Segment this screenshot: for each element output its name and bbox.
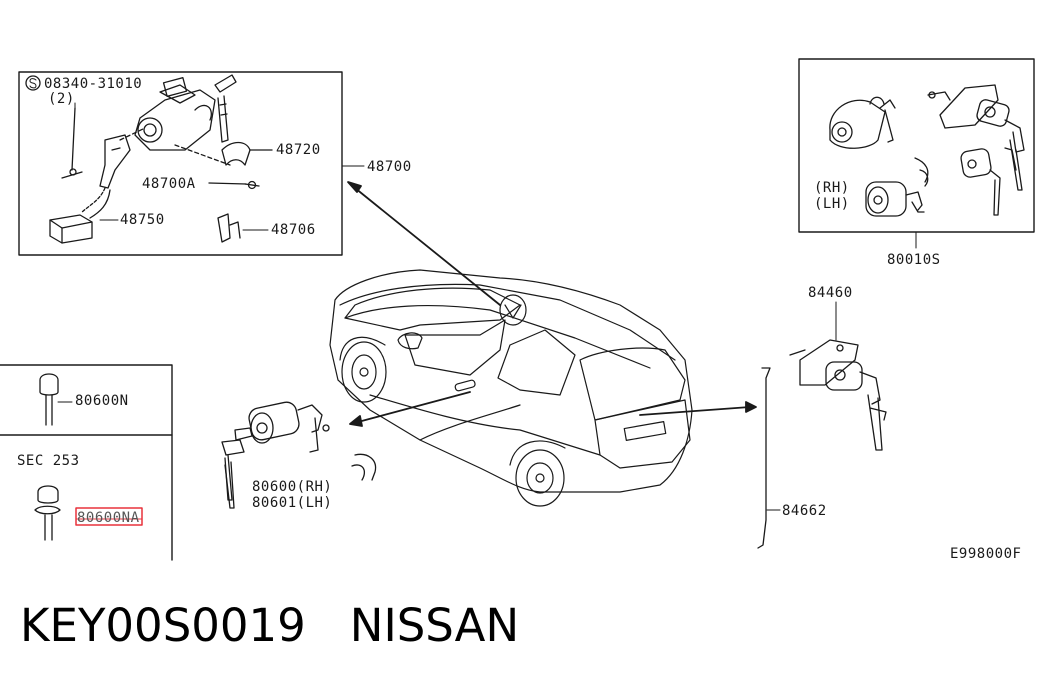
label-ignition-set: 48700 (367, 159, 412, 175)
label-figure-code: E998000F (950, 546, 1022, 562)
back-door-leaders (766, 301, 837, 511)
back-door-lock-drawing (757, 339, 887, 549)
label-bolt-qty: (2) (48, 91, 75, 107)
door-cylinder-drawing (221, 401, 377, 509)
key-panel-frame (0, 364, 173, 561)
label-bracket: 48720 (276, 142, 321, 158)
label-bolt-part: 08340-31010 (44, 76, 143, 92)
footer-brand: NISSAN (349, 599, 520, 652)
ignition-leaders (74, 102, 365, 231)
label-back-door-lock: 84460 (808, 285, 853, 301)
key-panel-drawing (34, 373, 73, 541)
label-clip: 48706 (271, 222, 316, 238)
highlight-box (75, 507, 143, 526)
label-back-door-rod: 84662 (782, 503, 827, 519)
footer-part-code: KEY00S0019 (20, 599, 306, 652)
ignition-switch-drawing (25, 74, 273, 244)
label-door-cylinder-rh: 80600(RH) (252, 479, 333, 495)
label-sec-ref: SEC 253 (17, 453, 80, 469)
label-key-blank: 80600NA (77, 510, 140, 526)
label-cylinder-lh: (LH) (814, 196, 850, 212)
callout-arrows (347, 181, 757, 427)
label-switch-screw: 48700A (142, 176, 196, 192)
label-switch-connector: 48750 (120, 212, 165, 228)
footer-caption: KEY00S0019 NISSAN (20, 598, 519, 654)
car-body-drawing (329, 269, 693, 507)
label-key: 80600N (75, 393, 129, 409)
standard-part-symbol (25, 75, 41, 91)
ignition-panel-frame (18, 71, 343, 256)
label-door-cylinder-lh: 80601(LH) (252, 495, 333, 511)
label-cylinder-rh: (RH) (814, 180, 850, 196)
cylinder-set-drawing (829, 84, 1025, 217)
label-cylinder-set: 80010S (887, 252, 941, 268)
